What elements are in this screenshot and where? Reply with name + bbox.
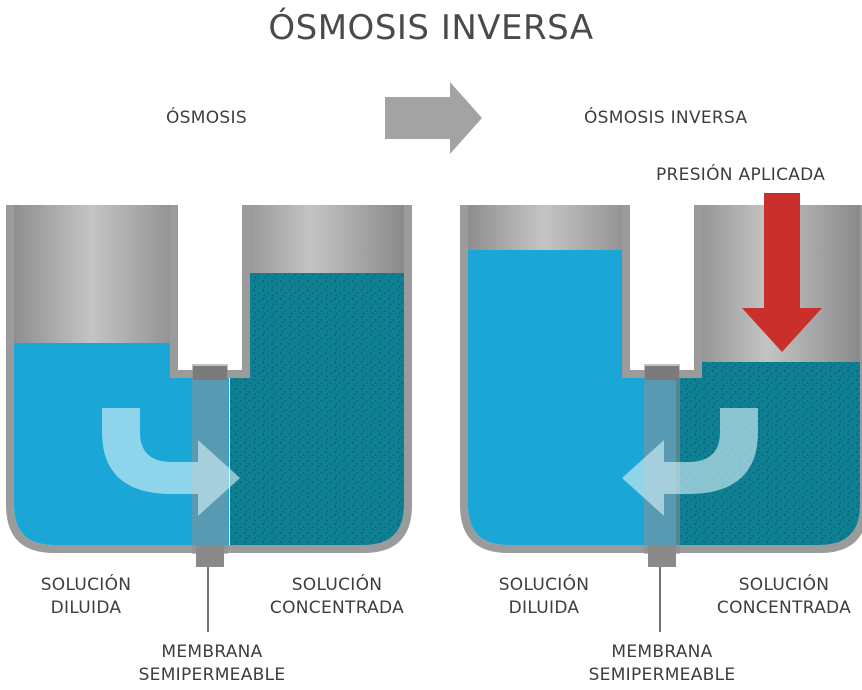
flow-arrow-right-icon (102, 408, 240, 516)
dilute-solution-label: SOLUCIÓN DILUIDA (498, 575, 590, 618)
dilute-solution-label: SOLUCIÓN DILUIDA (40, 575, 132, 618)
concentrated-solution-water (676, 362, 860, 545)
flow-arrow-left-icon (622, 408, 758, 516)
membrane-label: MEMBRANA SEMIPERMEABLE (138, 642, 286, 685)
osmosis-heading: ÓSMOSIS (166, 108, 247, 128)
membrane-label: MEMBRANA SEMIPERMEABLE (588, 642, 736, 685)
page-title: ÓSMOSIS INVERSA (268, 8, 594, 48)
transition-arrow-icon (385, 82, 482, 154)
concentrated-solution-label: SOLUCIÓN CONCENTRADA (716, 575, 852, 618)
concentrated-solution-label: SOLUCIÓN CONCENTRADA (269, 575, 405, 618)
concentrated-solution-water (230, 273, 404, 545)
osmosis-container (6, 205, 412, 632)
pressure-arrow-icon (742, 193, 822, 352)
reverse-osmosis-heading: ÓSMOSIS INVERSA (584, 108, 748, 128)
pressure-label: PRESIÓN APLICADA (656, 165, 826, 185)
reverse-osmosis-container (460, 193, 862, 632)
